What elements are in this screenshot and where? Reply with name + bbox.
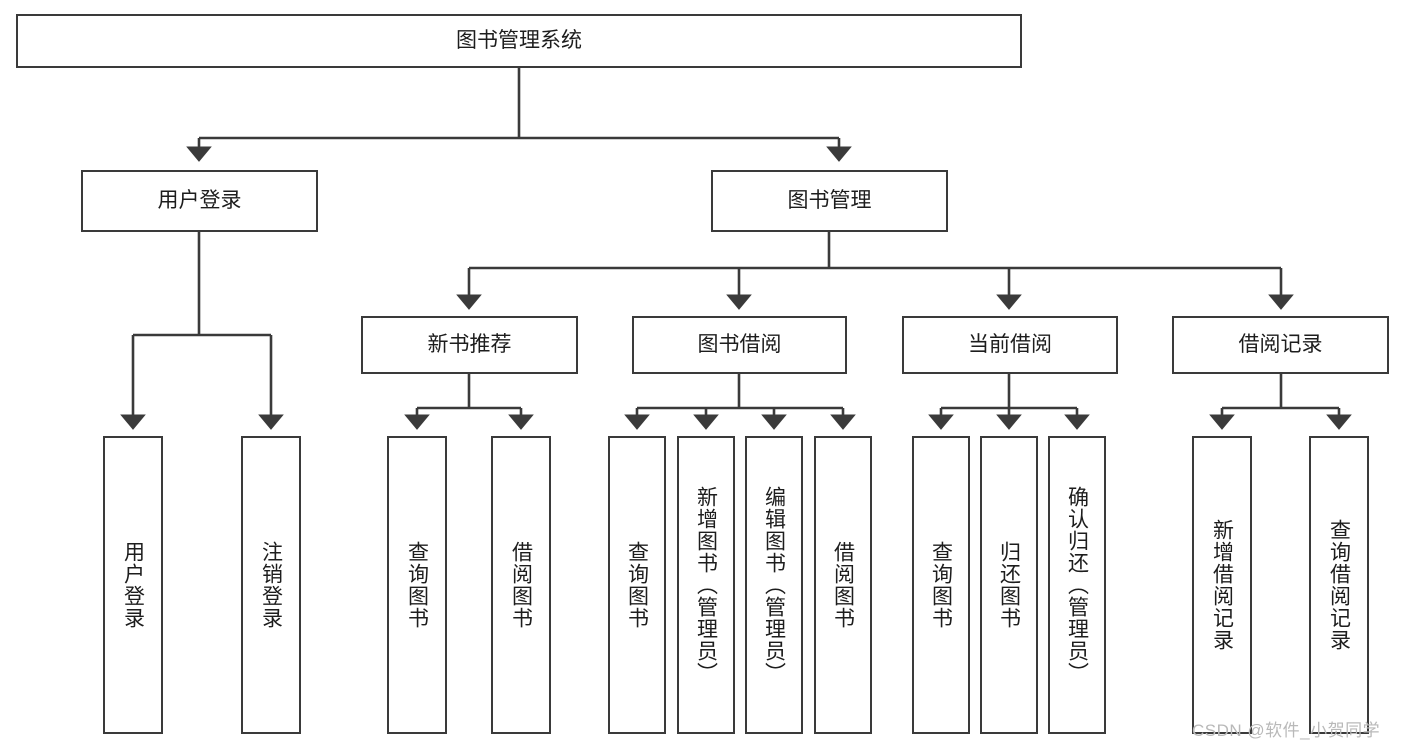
leaf-borrow-book-newbook[interactable]: 借阅图书 <box>491 436 551 734</box>
node-label: 新增借阅记录 <box>1210 519 1234 651</box>
leaf-query-book-borrow[interactable]: 查询图书 <box>608 436 666 734</box>
node-current-borrow[interactable]: 当前借阅 <box>902 316 1118 374</box>
node-label: 借阅图书 <box>831 541 855 629</box>
node-label: 查询图书 <box>929 541 953 629</box>
leaf-query-borrow-record[interactable]: 查询借阅记录 <box>1309 436 1369 734</box>
leaf-return-book[interactable]: 归还图书 <box>980 436 1038 734</box>
csdn-watermark: CSDN @软件_小贺同学 <box>1192 721 1381 740</box>
node-root-system[interactable]: 图书管理系统 <box>16 14 1022 68</box>
leaf-query-book-current[interactable]: 查询图书 <box>912 436 970 734</box>
node-label: 借阅记录 <box>1238 332 1323 356</box>
node-label: 编辑图书（管理员） <box>762 486 786 684</box>
node-label: 查询图书 <box>405 541 429 629</box>
node-label: 图书借阅 <box>697 332 782 356</box>
leaf-borrow-book[interactable]: 借阅图书 <box>814 436 872 734</box>
node-label: 当前借阅 <box>968 332 1052 356</box>
node-label: 归还图书 <box>997 541 1021 629</box>
leaf-edit-book-admin[interactable]: 编辑图书（管理员） <box>745 436 803 734</box>
node-label: 查询借阅记录 <box>1327 519 1351 651</box>
node-label: 用户登录 <box>121 541 145 629</box>
node-label: 借阅图书 <box>509 541 533 629</box>
node-borrow-record[interactable]: 借阅记录 <box>1172 316 1389 374</box>
node-label: 用户登录 <box>157 188 242 212</box>
leaf-confirm-return-admin[interactable]: 确认归还（管理员） <box>1048 436 1106 734</box>
node-label: 查询图书 <box>625 541 649 629</box>
leaf-add-book-admin[interactable]: 新增图书（管理员） <box>677 436 735 734</box>
node-label: 确认归还（管理员） <box>1065 486 1089 684</box>
node-book-management[interactable]: 图书管理 <box>711 170 948 232</box>
leaf-logout[interactable]: 注销登录 <box>241 436 301 734</box>
leaf-query-book-newbook[interactable]: 查询图书 <box>387 436 447 734</box>
node-label: 图书管理系统 <box>456 28 582 52</box>
node-label: 新增图书（管理员） <box>694 486 718 684</box>
node-user-login[interactable]: 用户登录 <box>81 170 318 232</box>
leaf-add-borrow-record[interactable]: 新增借阅记录 <box>1192 436 1252 734</box>
node-new-book-recommend[interactable]: 新书推荐 <box>361 316 578 374</box>
node-label: 图书管理 <box>787 188 872 212</box>
node-label: 新书推荐 <box>427 332 512 356</box>
node-book-borrow[interactable]: 图书借阅 <box>632 316 847 374</box>
leaf-user-login[interactable]: 用户登录 <box>103 436 163 734</box>
node-label: 注销登录 <box>259 541 283 629</box>
